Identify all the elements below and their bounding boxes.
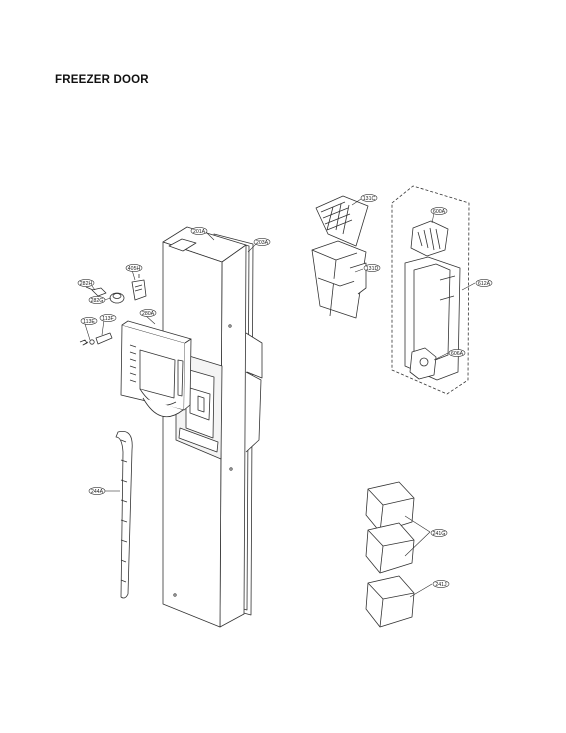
label-405H: 405H — [128, 266, 141, 272]
dispenser-lever-part — [109, 292, 125, 304]
label-612A: 612A — [478, 281, 491, 287]
dispenser-pad — [95, 332, 113, 345]
label-244A: 244A — [91, 489, 104, 495]
lever — [85, 286, 107, 297]
door-bin-lower — [365, 575, 415, 628]
label-600A: 600A — [433, 209, 446, 215]
label-113F: 113F — [102, 316, 113, 322]
label-ovals — [77, 194, 493, 588]
dispenser-cover — [120, 320, 192, 418]
ice-bin — [311, 240, 367, 319]
label-201A: 201A — [193, 229, 206, 235]
leader-lines — [84, 198, 476, 598]
label-282G: 282G — [91, 298, 104, 304]
label-203A: 203A — [256, 240, 269, 246]
ice-bin-cover — [315, 195, 369, 247]
page-title: FREEZER DOOR — [55, 74, 149, 86]
label-241G: 241G — [433, 531, 446, 537]
door-bin-middle — [365, 522, 415, 574]
door-bin-upper — [365, 481, 415, 533]
label-131C: 131C — [363, 196, 376, 202]
label-131D: 131D — [366, 266, 379, 272]
switch-assembly — [131, 274, 147, 301]
ice-maker-motor — [409, 347, 437, 380]
label-113E: 113E — [83, 319, 95, 325]
label-606A: 606A — [451, 351, 464, 357]
door-handle — [115, 431, 133, 599]
label-280A: 280A — [142, 311, 155, 317]
label-241J: 241J — [435, 582, 447, 588]
label-282H: 282H — [80, 281, 93, 287]
ice-maker — [410, 220, 449, 257]
spring — [79, 339, 95, 346]
